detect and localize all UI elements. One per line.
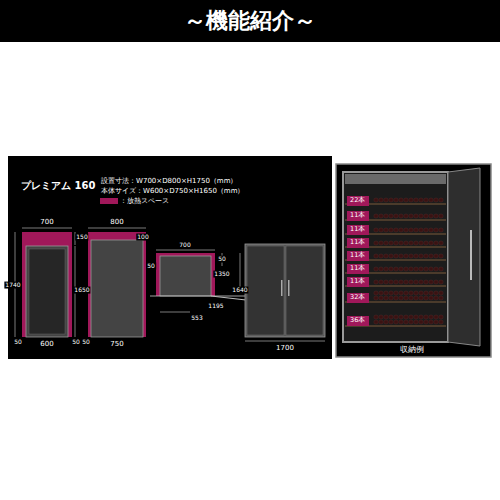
bottle-count-tag: 11本 xyxy=(347,251,369,261)
dimension: 150 xyxy=(75,234,88,241)
dimension: 50 xyxy=(146,263,156,270)
double-view xyxy=(245,244,325,341)
bottle-count-tag: 11本 xyxy=(347,211,369,221)
legend-text: ：放熱スペース xyxy=(120,197,169,205)
dimension: 800 xyxy=(109,218,124,226)
tag-text: 22本 xyxy=(350,197,366,204)
dimension: 50 xyxy=(81,339,91,346)
dimension: 1740 xyxy=(4,282,21,289)
caption-text: 収納例 xyxy=(399,345,425,354)
bottle-count-tag: 11本 xyxy=(347,264,369,274)
tag-text: 11本 xyxy=(350,252,366,259)
page-title: ～機能紹介～ xyxy=(184,8,316,33)
legend-swatch xyxy=(100,198,118,204)
tag-text: 11本 xyxy=(350,265,366,272)
bottle-count-tag: 11本 xyxy=(347,277,369,287)
bottle-count-tag: 22本 xyxy=(347,196,369,206)
bottle-count-tag: 36本 xyxy=(347,316,369,326)
tag-text: 32本 xyxy=(350,294,366,301)
spec-panel xyxy=(8,156,332,359)
spec-text: 本体サイズ：W600×D750×H1650（mm） xyxy=(100,187,245,195)
photo-panel xyxy=(336,164,491,357)
dimension: 750 xyxy=(109,340,124,348)
front-view xyxy=(15,228,75,337)
bottle-count-tag: 11本 xyxy=(347,238,369,248)
dimension: 700 xyxy=(39,218,54,226)
tag-text: 11本 xyxy=(350,212,366,219)
legend-item: ：放熱スペース xyxy=(100,197,169,205)
side-view xyxy=(88,228,146,337)
dimension: 100 xyxy=(136,234,149,241)
dimension: 50 xyxy=(13,339,23,346)
wine-cabinet xyxy=(343,168,480,346)
dimension: 1195 xyxy=(207,303,224,310)
tag-text: 36本 xyxy=(350,317,366,324)
dimension: 1640 xyxy=(231,287,248,294)
bottle-count-tag: 32本 xyxy=(347,293,369,303)
model-name: プレミアム 160 xyxy=(20,180,96,192)
tag-text: 11本 xyxy=(350,278,366,285)
dimension: 1350 xyxy=(213,271,230,278)
dimension: 700 xyxy=(178,242,191,249)
dimension: 1700 xyxy=(275,344,295,352)
dimension: 50 xyxy=(217,256,227,263)
tag-text: 11本 xyxy=(350,239,366,246)
dimension: 1650 xyxy=(73,287,90,294)
spec-text: 設置寸法：W700×D800×H1750（mm） xyxy=(100,177,238,185)
dimension: 600 xyxy=(39,340,54,348)
bottle-count-tag: 11本 xyxy=(347,225,369,235)
tag-text: 11本 xyxy=(350,226,366,233)
dimension: 50 xyxy=(71,339,81,346)
dimension: 553 xyxy=(190,315,203,322)
title-banner xyxy=(0,0,500,42)
top-view xyxy=(150,250,250,312)
